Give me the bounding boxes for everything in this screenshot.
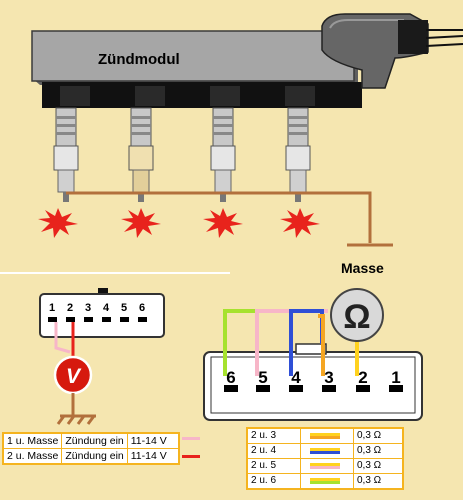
voltage-condition: Zündung ein — [61, 433, 128, 449]
resistance-colors — [300, 443, 354, 459]
probe-wire-pin1 — [54, 322, 71, 354]
small-pin-label: 6 — [139, 302, 145, 314]
voltage-pins: 1 u. Masse — [3, 433, 63, 449]
resistance-value: 0,3 Ω — [357, 445, 382, 456]
spark-plug-4 — [285, 107, 311, 202]
small-pin-label: 2 — [67, 302, 73, 314]
ohmmeter-symbol: Ω — [343, 298, 370, 336]
resistance-colors — [300, 458, 354, 474]
resistance-value: 0,3 Ω — [357, 460, 382, 471]
legend-swatch-red — [182, 455, 200, 458]
spark-plug-3 — [210, 107, 236, 202]
ohmmeter: Ω — [330, 288, 384, 342]
voltage-table: 1 u. Masse Zündung ein 11-14 V 2 u. Mass… — [2, 432, 180, 465]
spark-plug-2 — [128, 107, 154, 202]
resistance-colors — [300, 428, 354, 444]
resistance-value: 0,3 Ω — [357, 430, 382, 441]
spark-plug-1 — [53, 107, 79, 202]
resistance-pins: 2 u. 4 — [247, 443, 301, 459]
spark-4 — [280, 208, 320, 238]
small-connector: 1 2 3 4 5 6 — [39, 288, 165, 338]
spark-1 — [38, 208, 78, 238]
wire-pin6-lime — [223, 309, 266, 376]
voltage-value: 11-14 V — [130, 450, 167, 462]
resistance-table: 2 u. 3 0,3 Ω 2 u. 4 0,3 Ω 2 u. 5 0,3 Ω 2… — [246, 427, 404, 490]
large-connector — [203, 343, 423, 421]
voltmeter: V — [53, 355, 93, 395]
resistance-pins: 2 u. 6 — [247, 473, 301, 489]
small-pin-label: 5 — [121, 302, 127, 314]
resistance-pins: 2 u. 5 — [247, 458, 301, 474]
sparks — [38, 208, 320, 238]
table-row: 1 u. Masse Zündung ein 11-14 V — [3, 433, 179, 449]
large-pin-label: 4 — [291, 368, 301, 387]
ignition-module: Zündmodul — [31, 30, 362, 108]
module-plug — [321, 13, 463, 89]
ground-symbol-small — [56, 414, 96, 425]
large-pin-label: 1 — [391, 368, 400, 387]
voltage-value: 11-14 V — [130, 435, 167, 447]
table-row: 2 u. 5 0,3 Ω — [247, 458, 403, 474]
module-title: Zündmodul — [98, 51, 180, 68]
spark-plugs — [53, 107, 311, 202]
legend-swatch-pink — [182, 437, 200, 440]
resistance-value: 0,3 Ω — [357, 475, 382, 486]
spark-2 — [121, 208, 161, 238]
small-pin-label: 1 — [49, 302, 55, 314]
large-pin-label: 6 — [226, 368, 235, 387]
wire-pin3-orange — [318, 314, 325, 376]
table-row: 2 u. 3 0,3 Ω — [247, 428, 403, 444]
voltage-pins: 2 u. Masse — [3, 448, 63, 464]
voltage-condition: Zündung ein — [61, 448, 128, 464]
table-row: 2 u. 4 0,3 Ω — [247, 443, 403, 459]
voltmeter-symbol: V — [66, 365, 82, 388]
table-row: 2 u. Masse Zündung ein 11-14 V — [3, 448, 179, 464]
large-pin-label: 2 — [358, 368, 367, 387]
table-row: 2 u. 6 0,3 Ω — [247, 473, 403, 489]
small-pin-label: 3 — [85, 302, 91, 314]
resistance-pins: 2 u. 3 — [247, 428, 301, 444]
spark-3 — [203, 208, 243, 238]
ground-label: Masse — [341, 260, 384, 276]
resistance-colors — [300, 473, 354, 489]
small-pin-label: 4 — [103, 302, 110, 314]
large-pin-label: 3 — [324, 368, 333, 387]
large-pin-label: 5 — [258, 368, 267, 387]
ground-wire — [66, 191, 372, 243]
